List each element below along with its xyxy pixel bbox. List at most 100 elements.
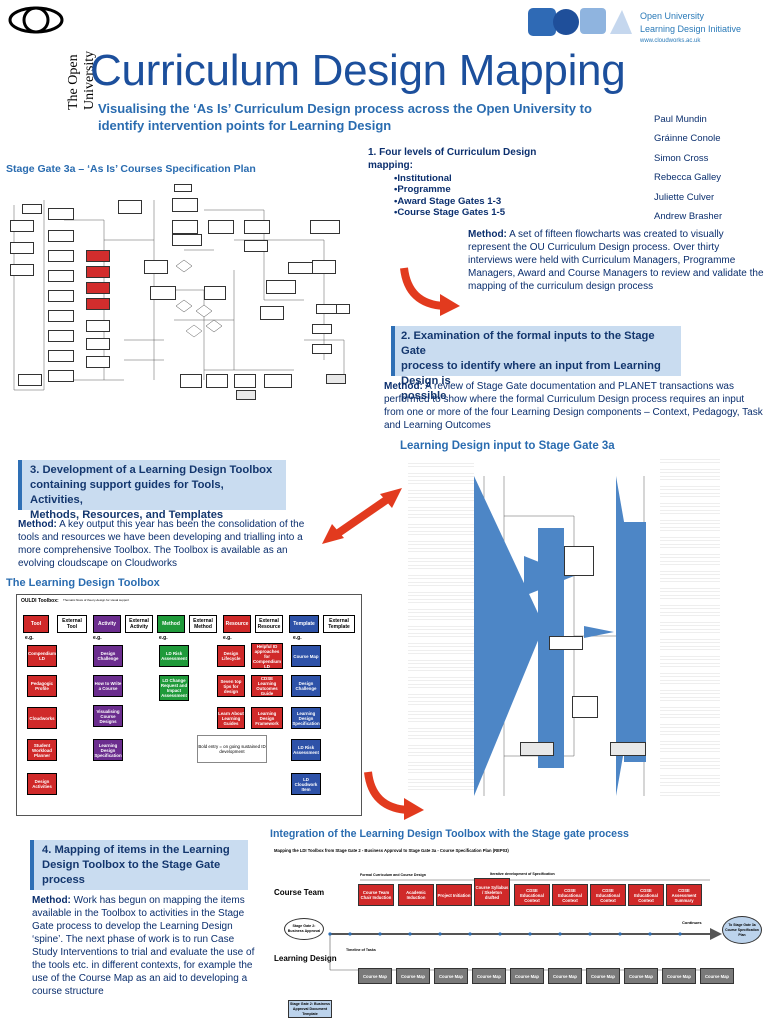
activity-item[interactable]: How to Write a Course bbox=[93, 675, 123, 697]
course-team-label: Course Team bbox=[274, 888, 325, 897]
method-item[interactable]: LD Risk Assessment bbox=[159, 645, 189, 667]
resource-item[interactable]: CDSE Learning Outcomes Guide bbox=[251, 675, 283, 697]
activity-item[interactable]: Design Challenge bbox=[93, 645, 123, 667]
resource-item[interactable]: Learning Design Framework bbox=[251, 707, 283, 729]
section4-heading-line2: Design Toolbox to the Stage Gate bbox=[42, 859, 221, 871]
top-step[interactable]: CDSE Educational Context bbox=[514, 884, 550, 906]
course-map-step[interactable]: Course Map bbox=[396, 968, 430, 984]
eg-label: e.g. bbox=[159, 635, 168, 641]
course-map-step[interactable]: Course Map bbox=[624, 968, 658, 984]
toolbox-label: OULDI Toolbox: bbox=[21, 598, 59, 604]
section2-heading-line2: process to identify where an input from … bbox=[401, 360, 661, 387]
sg-end[interactable]: To Stage Gate 3a Course Specification Pl… bbox=[722, 916, 762, 944]
course-map-step[interactable]: Course Map bbox=[700, 968, 734, 984]
as-is-flowchart bbox=[4, 180, 364, 410]
template-item[interactable]: Design Challenge bbox=[291, 675, 321, 697]
cloudworks-logo bbox=[526, 4, 634, 42]
resource-item[interactable]: Design Lifecycle bbox=[217, 645, 245, 667]
course-map-step[interactable]: Course Map bbox=[434, 968, 468, 984]
tool-item[interactable]: Pedagogic Profile bbox=[27, 675, 57, 697]
resource-item[interactable]: Seven top tips for design bbox=[217, 675, 245, 697]
activity-item[interactable]: Learning Design Specification bbox=[93, 739, 123, 761]
toolbox-title: The Learning Design Toolbox bbox=[6, 577, 160, 589]
author: Paul Mundin bbox=[654, 114, 707, 125]
top-step[interactable]: Academic Induction bbox=[398, 884, 434, 906]
top-step[interactable]: CDSE Assessment Summary bbox=[666, 884, 702, 906]
section1-heading-line2: mapping: bbox=[368, 160, 413, 171]
sg-start[interactable]: Stage Gate 2: Business Approval bbox=[284, 918, 324, 940]
course-map-step[interactable]: Course Map bbox=[358, 968, 392, 984]
resource-item[interactable]: Learn About Learning Guides bbox=[217, 707, 245, 729]
section2-panel: 2. Examination of the formal inputs to t… bbox=[391, 326, 681, 402]
org-line1: Open University bbox=[640, 11, 705, 21]
course-map-step[interactable]: Course Map bbox=[472, 968, 506, 984]
subtitle-line2: identify intervention points for Learnin… bbox=[98, 118, 392, 133]
toolbox-header[interactable]: Activity bbox=[93, 615, 121, 633]
timeline-label: Timeline of Tasks bbox=[346, 948, 376, 952]
levels-item: •Course Stage Gates 1-5 bbox=[394, 207, 506, 219]
author: Rebecca Galley bbox=[654, 172, 722, 184]
top-step[interactable]: CDSE Educational Context bbox=[628, 884, 664, 906]
formal-label: Formal Curriculum and Course Design bbox=[360, 873, 426, 877]
toolbox-header[interactable]: Tool bbox=[23, 615, 49, 633]
tool-item[interactable]: Compendium LD bbox=[27, 645, 57, 667]
subtitle-line1: Visualising the ‘As Is’ Curriculum Desig… bbox=[98, 101, 592, 116]
levels-item: •Institutional bbox=[394, 173, 452, 184]
course-map-step[interactable]: Course Map bbox=[662, 968, 696, 984]
toolbox-header[interactable]: External Activity bbox=[125, 615, 153, 633]
top-step[interactable]: Course Syllabus / Skeleton drafted bbox=[474, 878, 510, 906]
course-map-step[interactable]: Course Map bbox=[548, 968, 582, 984]
section2-method: Method: A review of Stage Gate documenta… bbox=[384, 380, 764, 432]
toolbox-header[interactable]: External Method bbox=[189, 615, 217, 633]
activity-item[interactable]: Visualising Course Designs bbox=[93, 705, 123, 727]
authors-list: Paul Mundin Gráinne Conole Simon Cross R… bbox=[654, 110, 764, 226]
template-item[interactable]: LD Risk Assessment bbox=[291, 739, 321, 761]
curved-arrow-icon bbox=[400, 267, 460, 316]
org-url[interactable]: www.cloudworks.ac.uk bbox=[640, 38, 701, 44]
top-step[interactable]: Course Team Chair Induction bbox=[358, 884, 394, 906]
template-item[interactable]: LD Cloudwork Item bbox=[291, 773, 321, 795]
toolbox-header[interactable]: Method bbox=[157, 615, 185, 633]
method-item[interactable]: LD Change Request and Impact Assessment bbox=[159, 675, 189, 701]
section4-heading-line1: 4. Mapping of items in the Learning bbox=[42, 844, 230, 856]
integration-title: Integration of the Learning Design Toolb… bbox=[270, 828, 629, 840]
toolbox-header[interactable]: External Tool bbox=[57, 615, 87, 633]
template-item[interactable]: Course Map bbox=[291, 645, 321, 667]
section3-panel: 3. Development of a Learning Design Tool… bbox=[18, 460, 286, 521]
tool-item[interactable]: Cloudworks bbox=[27, 707, 57, 729]
author: Simon Cross bbox=[654, 152, 709, 164]
section1-method: Method: A set of fifteen flowcharts was … bbox=[468, 228, 764, 293]
resource-item[interactable]: Helpful ID approaches for Compendium LD bbox=[251, 643, 283, 669]
method-label: Method: bbox=[32, 895, 71, 906]
levels-list: •Institutional •Programme •Award Stage G… bbox=[394, 173, 505, 219]
org-line2: Learning Design Initiative bbox=[640, 24, 742, 34]
section2-heading-line1: 2. Examination of the formal inputs to t… bbox=[401, 330, 655, 357]
toolbox-header[interactable]: External Template bbox=[323, 615, 355, 633]
ld-input-diagram bbox=[404, 456, 766, 816]
toolbox-header[interactable]: External Resource bbox=[255, 615, 283, 633]
tool-item[interactable]: Design Activities bbox=[27, 773, 57, 795]
method-text: A key output this year has been the cons… bbox=[18, 519, 305, 569]
section3-heading-line1: 3. Development of a Learning Design Tool… bbox=[30, 464, 273, 476]
eg-label: e.g. bbox=[293, 635, 302, 641]
section1-heading-line1: 1. Four levels of Curriculum Design bbox=[368, 147, 537, 158]
top-step[interactable]: Project Initiation bbox=[436, 884, 472, 906]
author: Andrew Brasher bbox=[654, 211, 723, 223]
toolbox-note: Bold entry = on going sustained ID devel… bbox=[197, 735, 267, 763]
section4-heading-line3: process bbox=[42, 874, 85, 886]
course-map-step[interactable]: Course Map bbox=[510, 968, 544, 984]
iterative-label: Iterative development of Specification bbox=[490, 872, 555, 876]
course-map-step[interactable]: Course Map bbox=[586, 968, 620, 984]
continues-label: Continues bbox=[682, 920, 702, 925]
tool-item[interactable]: Student Workload Planner bbox=[27, 739, 57, 761]
template-item[interactable]: Learning Design Specification bbox=[291, 707, 321, 729]
levels-item: •Award Stage Gates 1-3 bbox=[394, 195, 502, 207]
toolbox-sublabel: Thematic flows of theory-design for visu… bbox=[63, 598, 130, 602]
learning-design-label: Learning Design bbox=[274, 954, 337, 963]
sg-doc[interactable]: Stage Gate 2: Business Approval Document… bbox=[288, 1000, 332, 1018]
toolbox-header[interactable]: Resource bbox=[223, 615, 251, 633]
top-step[interactable]: CDSE Educational Context bbox=[590, 884, 626, 906]
author: Juliette Culver bbox=[654, 191, 715, 203]
toolbox-header[interactable]: Template bbox=[289, 615, 319, 633]
top-step[interactable]: CDSE Educational Context bbox=[552, 884, 588, 906]
